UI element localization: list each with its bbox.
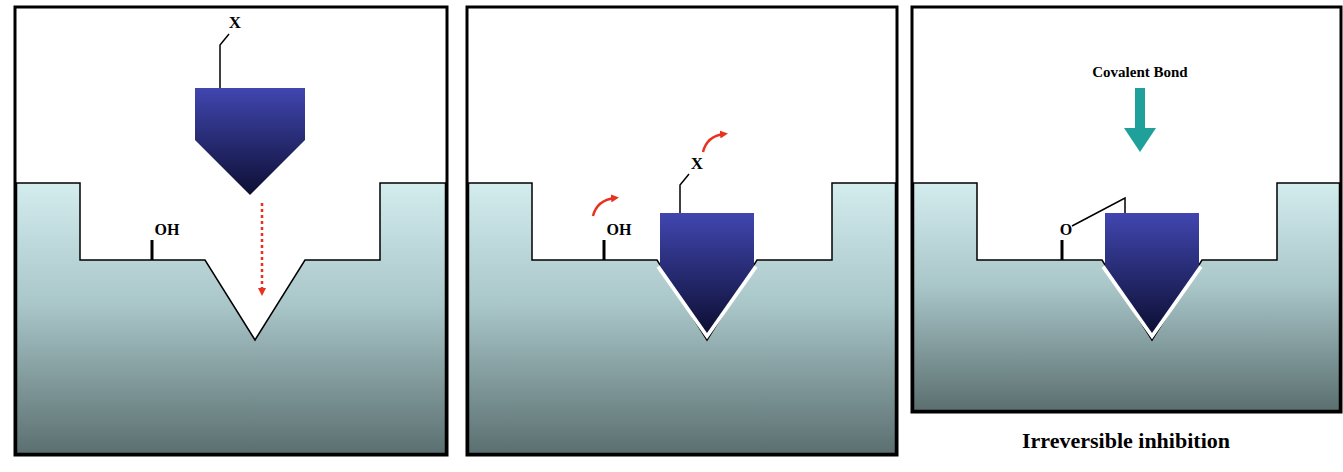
reaction-arrow [703,134,724,152]
annotation-label: Covalent Bond [1092,65,1187,80]
inhibitor [660,213,754,333]
panel-border [467,7,897,455]
leaving-group-label: X [691,155,703,172]
oxygen-label: O [1060,222,1072,238]
pointer-arrow-shaft [1135,88,1145,130]
enzyme-surface [17,183,446,454]
panel [15,7,447,455]
pointer-arrow-head [1124,128,1156,152]
panel-border [15,7,447,455]
covalent-bond-line [1072,198,1125,226]
enzyme-surface [469,183,896,454]
panel [912,7,1341,412]
inhibitor [195,88,305,195]
caption: Irreversible inhibition [1022,430,1230,452]
leaving-group-bond [220,34,229,88]
hydroxyl-label: OH [155,222,180,238]
reaction-arrow [593,198,615,216]
inhibitor [1105,213,1199,333]
leaving-group-bond [680,174,689,213]
hydroxyl-bond [151,240,154,260]
enzyme-surface [914,183,1340,411]
leaving-group-label: X [229,14,241,31]
panel [467,7,897,455]
binding-arrow [261,203,264,292]
panel-border [912,7,1341,412]
hydroxyl-label: OH [607,222,632,238]
oxygen-bond [1061,240,1064,260]
hydroxyl-bond [603,240,606,260]
